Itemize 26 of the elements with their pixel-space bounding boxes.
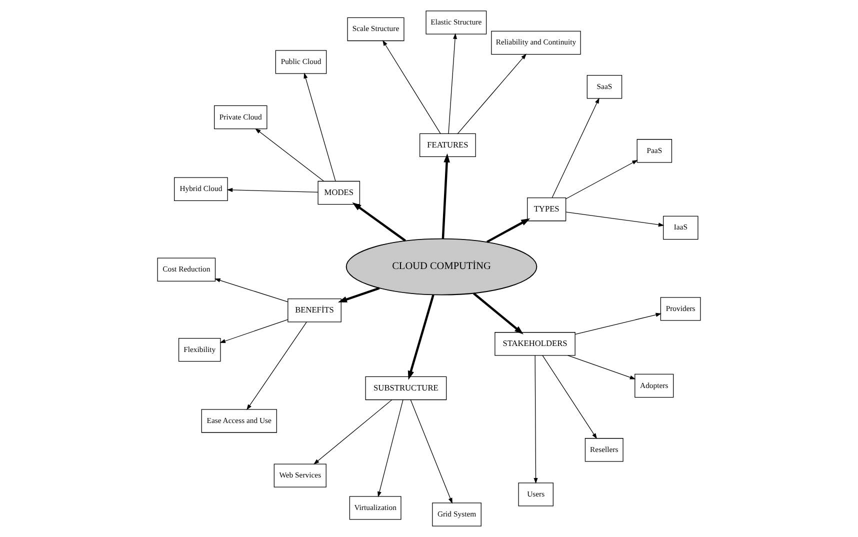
arrow [486,218,530,243]
arrow [457,54,527,134]
arrow [574,312,662,335]
arrow [566,160,638,200]
arrow [534,355,538,484]
arrow [214,278,288,302]
arrow [542,355,598,440]
arrow [226,188,318,193]
arrow [568,355,636,380]
arrow [314,400,392,465]
arrow [410,400,452,504]
arrow [382,40,441,134]
arrow [552,98,600,198]
arrow [338,287,380,302]
arrow [255,128,324,182]
arrow [408,294,434,380]
arrow [472,292,524,334]
arrow [304,72,336,182]
arrow [246,322,307,410]
arrow [378,400,404,498]
arrow [220,319,288,343]
arrow [352,202,406,242]
arrow [442,153,450,239]
node-ellipse: CLOUD COMPUTİNG [346,238,538,296]
arrow [448,33,458,134]
arrow [566,212,664,227]
